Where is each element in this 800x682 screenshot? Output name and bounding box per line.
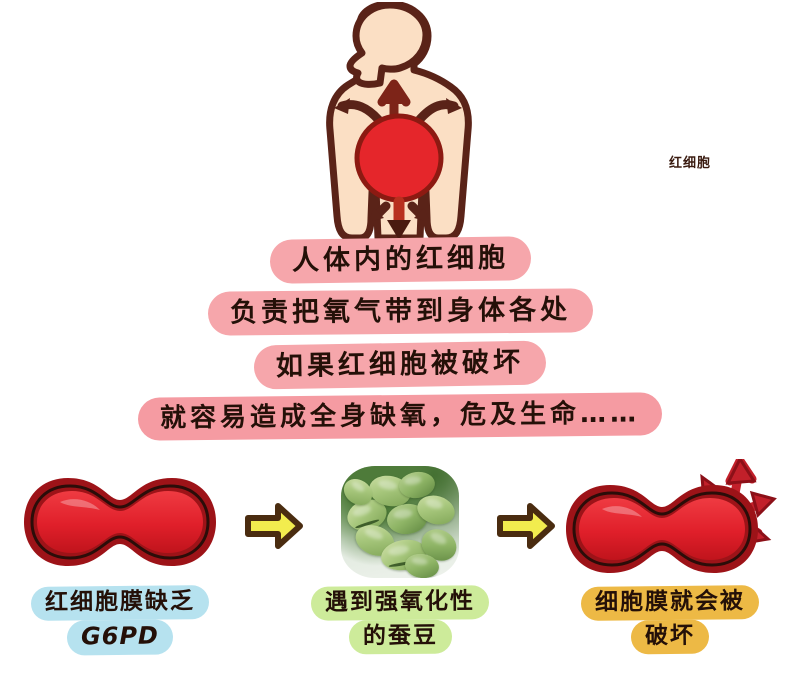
cell-membrane-line [30,484,210,560]
step-c-caption: 细胞膜就会被 破坏 [560,585,780,655]
cell-body [579,498,745,560]
caption-c-line-1: 细胞膜就会被 [580,585,760,622]
head-profile [346,2,430,88]
sentence-row-4: 就容易造成全身缺氧，危及生命…… [0,392,800,441]
human-body-svg [326,2,472,240]
step-a-art [10,462,230,582]
step-fava-beans: 遇到强氧化性 的蚕豆 [290,462,510,682]
step-a-caption: 红细胞膜缺乏 G6PD [10,585,230,657]
step-normal-cell: 红细胞膜缺乏 G6PD [10,462,230,682]
cell-highlight [60,499,100,510]
arrow-step-2-to-3 [496,500,556,552]
step-b-art [290,462,510,582]
right-arrow-icon [497,503,555,549]
sentence-line-3: 如果红细胞被破坏 [253,340,547,390]
arrow-down-left [368,201,391,222]
caption-a-line-1: 红细胞膜缺乏 [30,585,210,622]
body-cell-label: 红细胞 [668,156,711,171]
caption-c-line-2: 破坏 [630,619,710,655]
step-bursting-cell: 细胞膜就会被 破坏 [560,459,780,682]
cell-highlight [602,506,642,517]
sentence-line-1: 人体内的红细胞 [269,236,531,285]
step-c-art [560,459,780,582]
sentence-row-1: 人体内的红细胞 [0,236,800,285]
sentence-block: 人体内的红细胞 负责把氧气带到身体各处 如果红细胞被破坏 就容易造成全身缺氧，危… [0,236,800,446]
arrow-down-right [407,201,430,222]
cell-body [37,491,203,553]
sentence-row-3: 如果红细胞被破坏 [0,340,800,390]
process-sequence: 红细胞膜缺乏 G6PD [0,459,800,682]
fava-beans-photo [341,466,459,578]
step-b-caption: 遇到强氧化性 的蚕豆 [290,585,510,655]
caption-a-line-2: G6PD [66,619,174,657]
cell-membrane-line [572,491,752,567]
sentence-row-2: 负责把氧气带到身体各处 [0,288,800,337]
sentence-line-4: 就容易造成全身缺氧，危及生命…… [137,392,663,441]
human-body-illustration: 红细胞 [290,2,710,240]
right-arrow-icon [245,503,303,549]
arrow-step-1-to-2 [244,500,304,552]
caption-b-line-2: 的蚕豆 [348,619,452,655]
red-blood-cell-circle [354,113,444,203]
caption-b-line-1: 遇到强氧化性 [310,585,490,621]
red-blood-cell-bursting-icon [566,459,777,573]
red-blood-cell-normal-icon [24,478,216,566]
arrow-down-center [387,196,411,240]
sentence-line-2: 负责把氧气带到身体各处 [207,288,593,337]
